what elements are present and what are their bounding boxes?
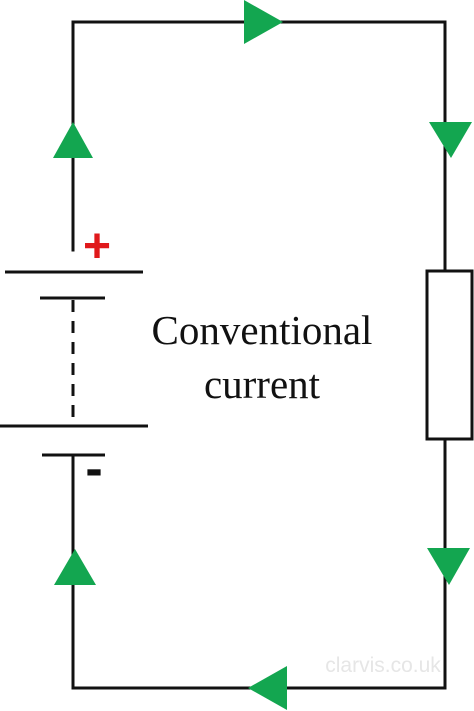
resistor [425,269,474,441]
arrow-left-icon [248,666,287,710]
arrow-up-icon [54,549,96,585]
arrow-right-icon [244,0,283,44]
label-line-1: Conventional [152,307,373,353]
wire-top [71,20,447,272]
arrow-up-icon [53,122,93,158]
label-line-2: current [204,361,321,407]
wire-bottom [71,453,447,690]
positive-terminal-sign: + [83,220,111,273]
negative-terminal-sign: - [85,440,102,498]
arrow-down-icon [427,548,470,585]
battery [0,270,148,457]
watermark: clarvis.co.uk [325,654,441,677]
current-arrows [53,0,472,710]
circuit-wires [71,20,447,690]
arrow-down-icon [429,122,472,158]
